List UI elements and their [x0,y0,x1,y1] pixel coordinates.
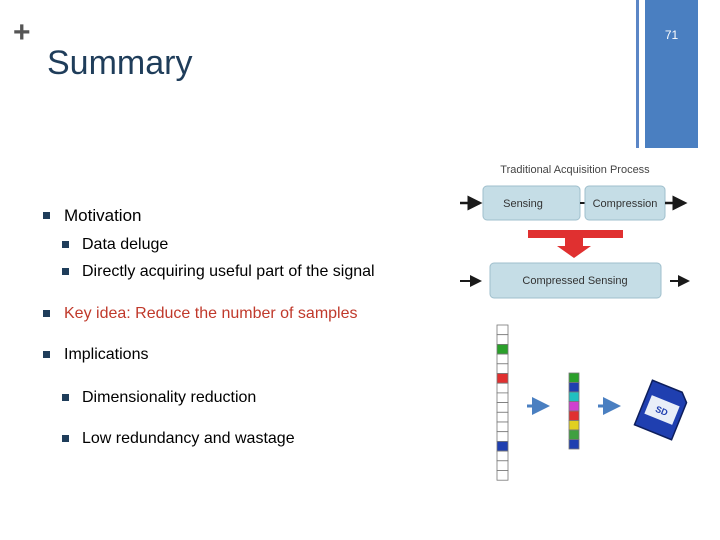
vector-cell [496,343,509,355]
bullet-dimensionality: Dimensionality reduction [62,389,257,407]
vector-cell [568,391,580,402]
vector-cell [568,439,580,450]
bullet-marker [43,310,50,317]
vector-cell [496,431,509,442]
merge-arrow [557,238,591,258]
page-number: 71 [664,28,679,42]
bullet-motivation: Motivation [43,206,142,226]
vector-cell [496,470,509,481]
vector-cell [568,429,580,440]
bullet-text: Key idea: Reduce the number of samples [64,305,358,322]
slide-title: Summary [47,44,193,82]
vector-cell [496,411,509,423]
vector-cell [496,373,509,384]
tall-signal-vector [496,324,509,481]
vector-cell [496,450,509,462]
bullet-marker [62,268,69,275]
sd-card-icon: SD [633,379,688,441]
bullet-text: Low redundancy and wastage [82,430,295,447]
bullet-text: Dimensionality reduction [82,389,257,406]
short-signal-vector [568,372,580,450]
bullet-marker [62,435,69,442]
bullet-text: Directly acquiring useful part of the si… [82,263,375,280]
bullet-data-deluge: Data deluge [62,236,169,254]
vector-cell [568,410,580,421]
vector-cell [568,420,580,431]
bullet-marker [62,394,69,401]
bullet-directly-acquiring: Directly acquiring useful part of the si… [62,263,375,281]
vector-cell [496,392,509,403]
bullet-marker [62,241,69,248]
sd-card-label: SD [654,404,670,418]
vector-cell [496,402,509,413]
vector-cell [568,401,580,412]
vector-cell [496,324,509,336]
bullet-marker [43,212,50,219]
bullet-text: Data deluge [82,236,169,253]
compressed-sensing-box [489,262,662,299]
vector-cell [496,440,509,452]
vector-cell [496,460,509,471]
vector-cell [496,421,509,433]
sensing-label: Sensing [503,198,543,210]
divider-line [636,0,639,148]
bullet-text: Implications [64,346,149,363]
vector-cell [496,334,509,345]
traditional-process-label: Traditional Acquisition Process [500,164,650,176]
bullet-text: Motivation [64,206,142,225]
vector-cell [496,382,509,394]
compressed-sensing-label: Compressed Sensing [522,275,627,287]
vector-cell [568,382,580,393]
page-number-box: 71 [645,0,698,148]
compression-label: Compression [593,198,658,210]
bullet-implications: Implications [43,346,149,364]
bullet-marker [43,351,50,358]
vector-cell [496,353,509,365]
merge-bar [528,230,623,238]
vector-cell [496,363,509,374]
bullet-low-redundancy: Low redundancy and wastage [62,430,295,448]
plus-mark: + [13,16,31,49]
vector-cell [568,372,580,383]
bullet-key-idea: Key idea: Reduce the number of samples [43,305,358,323]
